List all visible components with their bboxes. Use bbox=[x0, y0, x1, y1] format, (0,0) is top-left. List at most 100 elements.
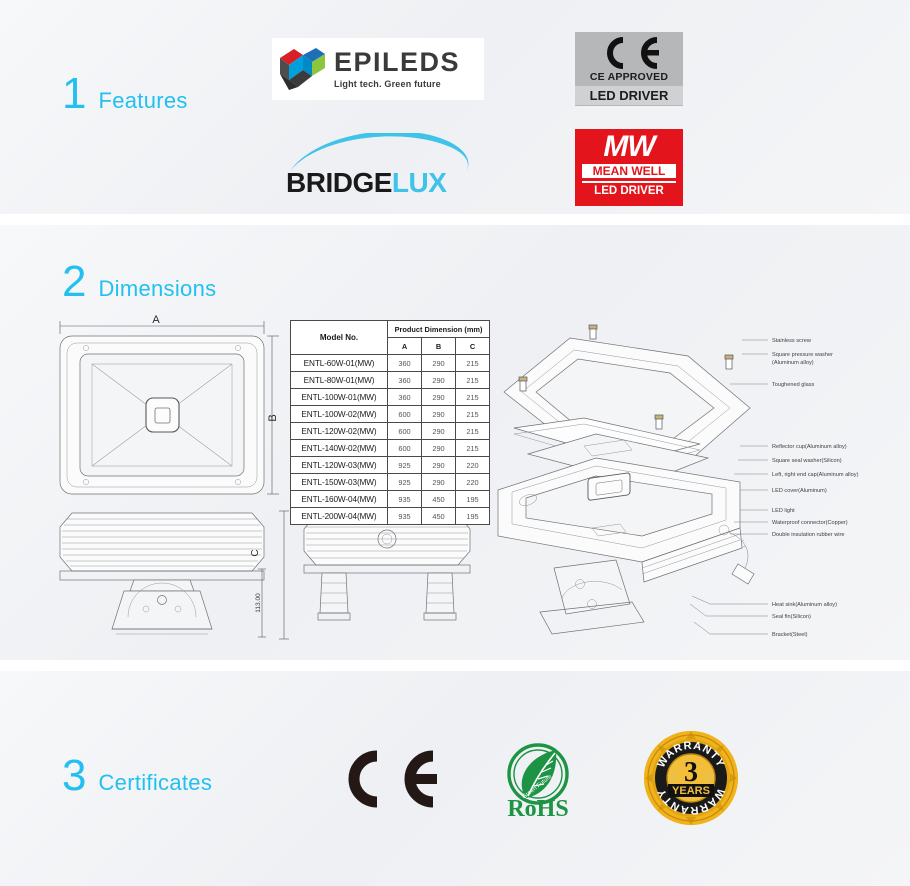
warranty-seal-icon: WARRANTY WARRANTY 3 YEARS bbox=[641, 729, 741, 827]
table-cell-c: 215 bbox=[455, 422, 490, 440]
callout-0: Stainless screw bbox=[772, 338, 812, 344]
callout-12: Seal fin(Silicon) bbox=[772, 614, 811, 620]
section-number: 3 bbox=[62, 751, 87, 800]
section-number: 2 bbox=[62, 257, 87, 306]
table-cell-a: 360 bbox=[387, 354, 422, 372]
table-cell-c: 215 bbox=[455, 439, 490, 457]
table-subheader-c: C bbox=[455, 337, 490, 355]
certificates-heading: 3 Certificates bbox=[62, 754, 212, 798]
mean-well-logo-icon: MW bbox=[603, 130, 655, 163]
table-cell-b: 290 bbox=[421, 354, 456, 372]
rohs-certificate-icon: Green Future RoHS bbox=[492, 740, 584, 820]
callout-2: (Aluminum alloy) bbox=[772, 360, 814, 366]
callout-4: Reflector cup(Aluminum alloy) bbox=[772, 444, 847, 450]
warranty-number: 3 bbox=[684, 757, 698, 788]
features-section: 1 Features EPILEDS Light tech. Green fut… bbox=[0, 0, 910, 214]
table-cell-b: 290 bbox=[421, 422, 456, 440]
certificates-section: 3 Certificates bbox=[0, 671, 910, 886]
table-cell-c: 215 bbox=[455, 388, 490, 406]
exploded-view-drawing bbox=[492, 322, 762, 642]
table-cell-model: ENTL-200W-04(MW) bbox=[290, 507, 388, 525]
table-cell-model: ENTL-120W-03(MW) bbox=[290, 456, 388, 474]
table-cell-a: 600 bbox=[387, 405, 422, 423]
front-view-drawing: A B bbox=[42, 312, 282, 502]
table-cell-model: ENTL-120W-02(MW) bbox=[290, 422, 388, 440]
table-header-group: Product Dimension (mm) bbox=[387, 320, 490, 338]
callout-7: LED cover(Aluminum) bbox=[772, 488, 827, 494]
features-heading: 1 Features bbox=[62, 72, 188, 116]
ce-approved-badge: CE APPROVED LED DRIVER bbox=[575, 32, 683, 106]
mean-well-led-driver-label: LED DRIVER bbox=[582, 180, 676, 197]
dimensions-heading: 2 Dimensions bbox=[62, 260, 216, 304]
table-cell-model: ENTL-160W-04(MW) bbox=[290, 490, 388, 508]
bridgelux-part1: BRIDGE bbox=[286, 167, 392, 198]
callout-10: Double insulation rubber wire bbox=[772, 532, 844, 538]
height-value: 113.00 bbox=[255, 593, 262, 613]
table-cell-c: 215 bbox=[455, 405, 490, 423]
bridgelux-part2: LUX bbox=[391, 167, 447, 198]
mean-well-badge: MW MEAN WELL LED DRIVER bbox=[575, 129, 683, 206]
table-cell-b: 290 bbox=[421, 371, 456, 389]
table-cell-a: 925 bbox=[387, 456, 422, 474]
callout-13: Bracket(Steel) bbox=[772, 632, 808, 638]
ce-led-driver-label: LED DRIVER bbox=[575, 86, 683, 105]
table-cell-c: 215 bbox=[455, 354, 490, 372]
table-cell-c: 215 bbox=[455, 371, 490, 389]
epileds-text: EPILEDS Light tech. Green future bbox=[334, 49, 460, 89]
table-cell-b: 450 bbox=[421, 507, 456, 525]
table-cell-model: ENTL-150W-03(MW) bbox=[290, 473, 388, 491]
table-cell-b: 290 bbox=[421, 388, 456, 406]
callout-9: Waterproof connector(Copper) bbox=[772, 520, 848, 526]
table-cell-b: 290 bbox=[421, 456, 456, 474]
callout-11: Heat sink(Aluminum alloy) bbox=[772, 602, 837, 608]
warranty-years-label: YEARS bbox=[672, 785, 710, 797]
section-title: Dimensions bbox=[98, 276, 217, 301]
table-subheader-a: A bbox=[387, 337, 422, 355]
epileds-logo: EPILEDS Light tech. Green future bbox=[272, 38, 484, 100]
table-cell-c: 220 bbox=[455, 473, 490, 491]
section-title: Features bbox=[98, 88, 188, 113]
side-view-drawing bbox=[42, 505, 282, 645]
table-cell-a: 600 bbox=[387, 439, 422, 457]
bridgelux-swoosh-icon bbox=[290, 133, 469, 171]
table-cell-a: 360 bbox=[387, 371, 422, 389]
bridgelux-wordmark: BRIDGELUX bbox=[286, 167, 447, 199]
table-cell-c: 195 bbox=[455, 507, 490, 525]
section-title: Certificates bbox=[98, 770, 213, 795]
table-cell-c: 220 bbox=[455, 456, 490, 474]
callout-6: Left, right end cap(Aluminum alloy) bbox=[772, 472, 859, 478]
table-cell-b: 290 bbox=[421, 439, 456, 457]
table-cell-c: 195 bbox=[455, 490, 490, 508]
table-cell-a: 600 bbox=[387, 422, 422, 440]
table-cell-a: 935 bbox=[387, 490, 422, 508]
table-cell-model: ENTL-140W-02(MW) bbox=[290, 439, 388, 457]
rear-view-drawing bbox=[292, 505, 482, 645]
dim-label-c: C bbox=[250, 549, 261, 556]
table-cell-b: 290 bbox=[421, 405, 456, 423]
table-cell-model: ENTL-80W-01(MW) bbox=[290, 371, 388, 389]
table-subheader-b: B bbox=[421, 337, 456, 355]
callout-5: Square seal washer(Silicon) bbox=[772, 458, 842, 464]
table-cell-model: ENTL-100W-02(MW) bbox=[290, 405, 388, 423]
table-cell-b: 450 bbox=[421, 490, 456, 508]
table-cell-a: 360 bbox=[387, 388, 422, 406]
callout-1: Square pressure washer bbox=[772, 352, 833, 358]
callout-labels: Stainless screw Square pressure washer (… bbox=[690, 326, 910, 646]
table-header-model: Model No. bbox=[290, 320, 388, 355]
section-number: 1 bbox=[62, 69, 87, 118]
table-cell-model: ENTL-100W-01(MW) bbox=[290, 388, 388, 406]
table-cell-b: 290 bbox=[421, 473, 456, 491]
epileds-cube-icon bbox=[278, 46, 326, 92]
ce-certificate-icon bbox=[335, 748, 439, 810]
height-dimension: C 113.00 bbox=[238, 505, 292, 645]
